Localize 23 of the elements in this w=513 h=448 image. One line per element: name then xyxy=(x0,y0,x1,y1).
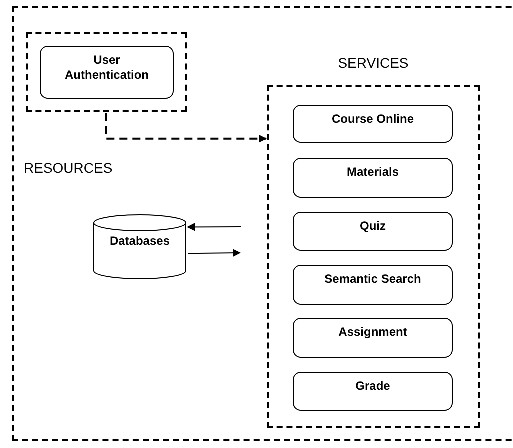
arrow xyxy=(188,249,241,258)
node-label: Assignment xyxy=(338,325,408,341)
process-box xyxy=(293,158,453,198)
process-box xyxy=(293,212,453,251)
process-box xyxy=(293,372,453,411)
node-label: Grade xyxy=(356,379,390,395)
dashed-group-box xyxy=(12,6,513,441)
arrow xyxy=(187,223,242,232)
node-label: User Authentication xyxy=(64,53,150,84)
process-box xyxy=(293,265,453,305)
node-label: Quiz xyxy=(360,219,386,235)
process-box xyxy=(293,318,453,358)
dashed-group-box xyxy=(26,32,187,112)
group-heading: SERVICES xyxy=(337,54,410,73)
node-label: Course Online xyxy=(332,112,414,128)
node-label: Materials xyxy=(346,165,400,181)
node-label: Databases xyxy=(108,233,172,250)
node-label: Semantic Search xyxy=(324,272,422,288)
section-heading: RESOURCES xyxy=(24,159,113,178)
arrow xyxy=(106,113,267,143)
process-box xyxy=(293,105,453,143)
process-box xyxy=(40,46,174,99)
database-cylinder xyxy=(93,214,187,280)
